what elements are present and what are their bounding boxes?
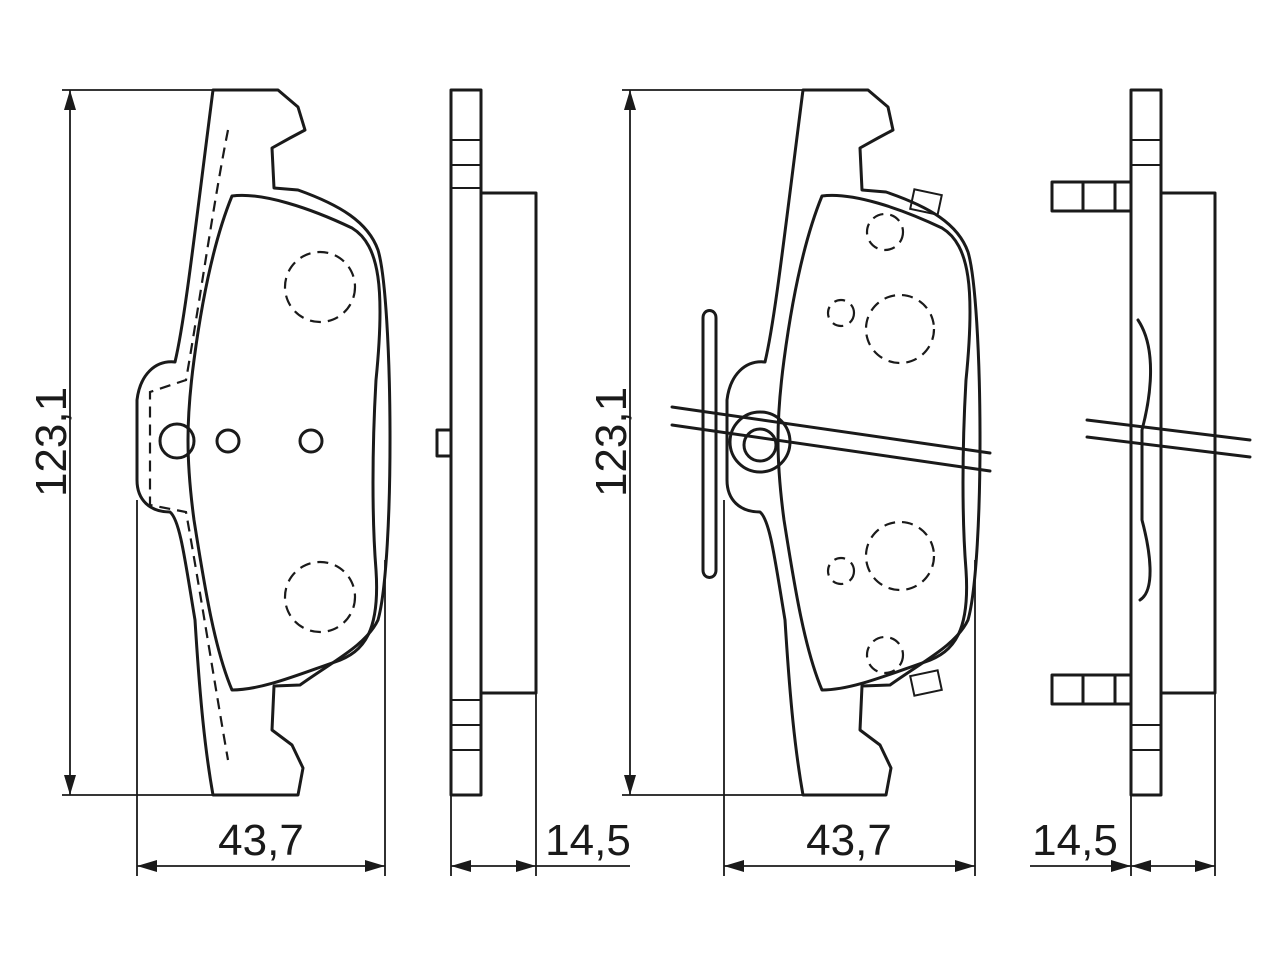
pad-side-view-plain [435, 88, 538, 797]
pad-wear-indicator-dashed-upper [283, 250, 357, 324]
dimension-height-right: 123,1 [587, 89, 803, 796]
pad-front-view-sensor [670, 88, 992, 797]
sensor-side-cable-lower [1085, 435, 1252, 459]
dimension-label-thickness-left: 14,5 [545, 816, 631, 865]
dimension-width-left: 43,7 [136, 500, 386, 876]
wear-sensor-wire-clip [701, 309, 718, 579]
sensor-pad-wear-indicator-dashed-lower [864, 520, 936, 592]
sensor-pad-clip-dashed-bottom [865, 635, 905, 675]
sensor-pad-small-dashed-upper [826, 298, 856, 328]
pad-front-view-plain [135, 88, 392, 797]
dimension-thickness-right: 14,5 [1030, 693, 1216, 876]
pad-side-friction-block [479, 191, 538, 695]
dimension-height-left: 123,1 [27, 89, 213, 796]
wear-sensor-cable-lower [670, 423, 992, 473]
dimension-label-thickness-right: 14,5 [1032, 816, 1118, 865]
dimension-thickness-left: 14,5 [450, 693, 631, 876]
sensor-pad-side-spring-clip [1136, 318, 1153, 602]
pad-mounting-hole-large [158, 422, 196, 460]
wear-sensor-connector-outer [728, 410, 792, 474]
dimension-label-height-right: 123,1 [587, 387, 636, 497]
pad-mounting-hole-small-2 [298, 428, 324, 454]
pad-inner-dashed-edge [148, 129, 230, 761]
sensor-pad-friction-outline [776, 193, 972, 692]
wear-sensor-cable-upper [670, 405, 992, 455]
pad-side-view-sensor [1050, 88, 1252, 797]
dimension-label-width-right: 43,7 [806, 816, 892, 865]
dimension-width-right: 43,7 [723, 500, 976, 876]
sensor-pad-side-friction-block [1159, 191, 1217, 695]
pad-wear-indicator-dashed-lower [283, 560, 357, 634]
sensor-pad-backing-plate-outline [725, 88, 982, 797]
pad-mounting-hole-small-1 [215, 428, 241, 454]
dimension-label-height-left: 123,1 [27, 387, 76, 497]
sensor-pad-side-clip-top [1050, 180, 1133, 213]
sensor-pad-clip-dashed-top [865, 212, 905, 252]
sensor-pad-small-dashed-lower [826, 556, 856, 586]
sensor-pad-side-clip-bottom [1050, 673, 1133, 706]
pad-side-pin [435, 428, 453, 458]
sensor-pad-clip-tab-bottom [909, 669, 943, 697]
sensor-pad-wear-indicator-dashed-upper [864, 293, 936, 365]
pad-friction-material-outline [186, 193, 382, 692]
dimension-label-width-left: 43,7 [218, 816, 304, 865]
pad-backing-plate-outline [135, 88, 392, 797]
pad-side-backing-plate [449, 88, 483, 797]
sensor-side-cable-upper [1085, 418, 1252, 442]
wear-sensor-connector-inner [742, 427, 778, 463]
sensor-pad-clip-tab-top [909, 188, 943, 216]
